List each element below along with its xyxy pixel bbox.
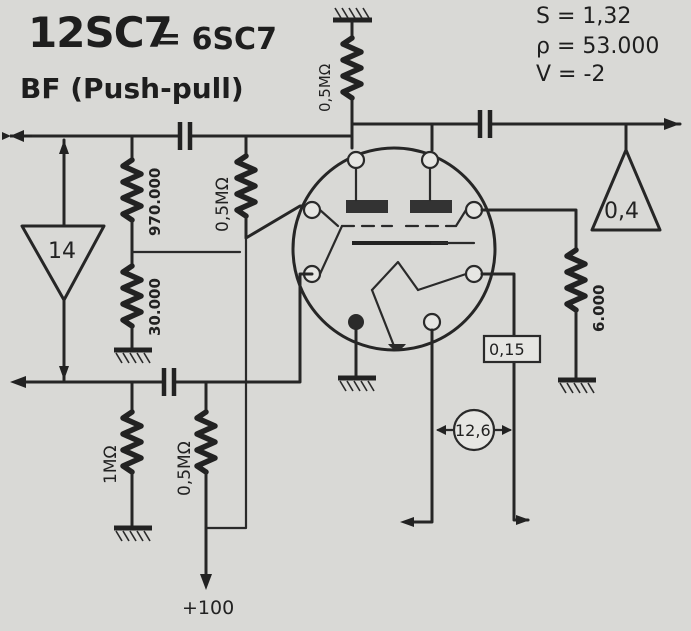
label-r-bottom: 0,5MΩ <box>175 441 195 496</box>
capacitor-top-left <box>177 122 193 150</box>
label-gain-right: 0,4 <box>604 199 639 224</box>
ground-6000 <box>558 377 596 394</box>
tube-equivalent: = 6SC7 <box>156 22 277 57</box>
label-heater: 12,6 <box>455 421 491 440</box>
resistor-1m <box>120 409 144 475</box>
resistor-grid <box>234 153 258 219</box>
label-r-grid: 0,5MΩ <box>213 177 233 232</box>
label-r-30000: 30.000 <box>146 278 164 336</box>
resistor-6000 <box>564 247 588 313</box>
label-current: 0,15 <box>489 340 525 359</box>
param-s-text: S = 1,32 <box>536 4 632 29</box>
capacitor-lower <box>161 368 177 396</box>
label-supply: +100 <box>182 597 234 619</box>
label-r-6000: 6.000 <box>590 285 608 332</box>
title-mode: BF (Push-pull) <box>20 72 244 105</box>
param-v-text: V = -2 <box>536 62 606 87</box>
amplifier-right-triangle <box>590 148 662 232</box>
ground-divider <box>114 347 152 364</box>
tube-pin <box>346 150 366 170</box>
title-equivalent: = 6SC7 <box>156 22 277 57</box>
param-rho: ρ = 53.000 <box>536 34 659 59</box>
resistor-bottom <box>194 409 218 475</box>
ground-cathode <box>338 375 376 392</box>
param-s: S = 1,32 <box>536 4 631 29</box>
title-tube: 12SC7 <box>28 8 173 57</box>
param-v: V = -2 <box>536 62 605 87</box>
resistor-970000 <box>120 157 144 223</box>
label-r-plate: 0,5MΩ <box>316 64 334 112</box>
ground-1m <box>114 525 152 542</box>
tube-name: 12SC7 <box>28 8 173 57</box>
capacitor-top-right <box>477 110 493 138</box>
current-box <box>482 334 542 364</box>
tube-plate-left <box>346 200 388 213</box>
mode-label: BF (Push-pull) <box>20 72 244 105</box>
label-r-970000: 970.000 <box>146 168 164 236</box>
heater-circle <box>452 408 496 452</box>
label-r-1m: 1MΩ <box>101 446 121 484</box>
tube-envelope <box>291 146 497 352</box>
label-gain-left: 14 <box>48 239 76 264</box>
ground-top <box>333 7 372 23</box>
param-rho-text: ρ = 53.000 <box>536 34 660 59</box>
tube-plate-right <box>410 200 452 213</box>
